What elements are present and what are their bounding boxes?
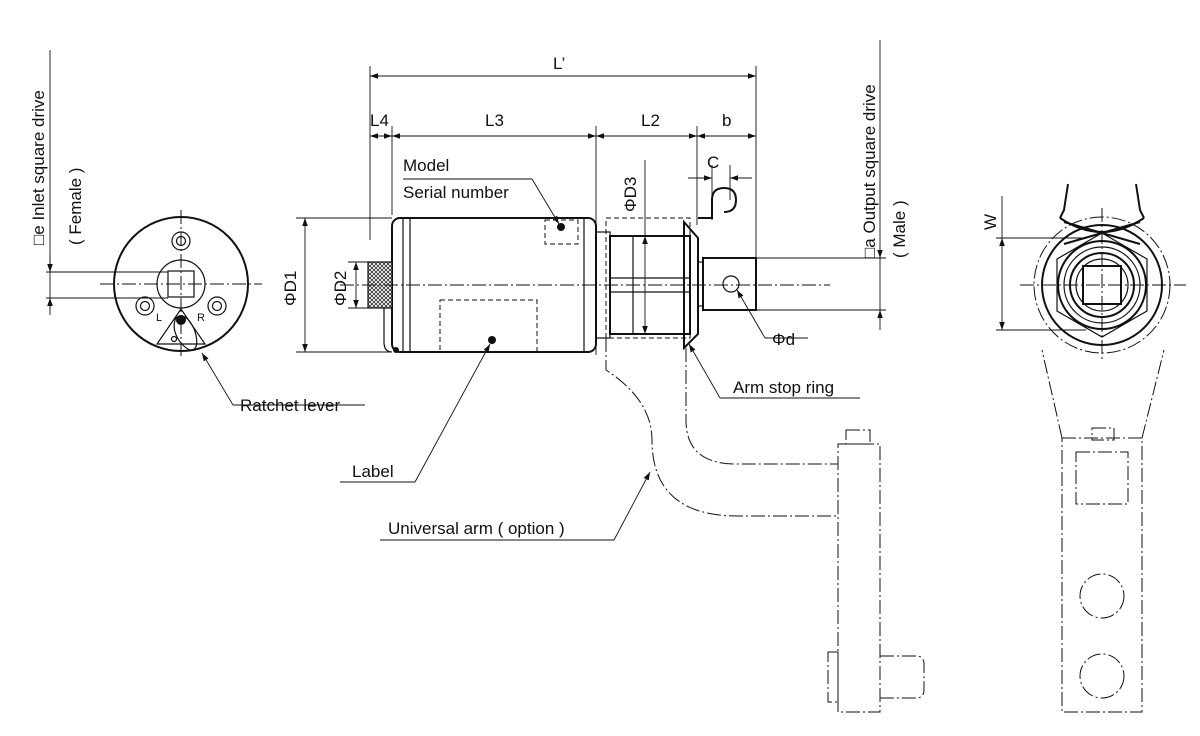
output-drive-label: □a Output square drive xyxy=(860,84,879,258)
dim-l-prime: L’ xyxy=(553,54,565,73)
lever-left-mark: L xyxy=(156,312,162,324)
label-label: Label xyxy=(352,462,394,481)
arm-stop-ring-label: Arm stop ring xyxy=(733,378,834,397)
dim-l2: L2 xyxy=(641,111,660,130)
universal-arm-label: Universal arm ( option ) xyxy=(388,519,565,538)
output-square-drive xyxy=(702,257,757,311)
dim-w: W xyxy=(981,214,1000,230)
lever-right-mark: R xyxy=(197,312,205,324)
side-view: L’ L4 L3 L2 b C Φ xyxy=(281,40,925,713)
arm-stop-ring[interactable] xyxy=(683,219,699,351)
output-type-label: ( Male ) xyxy=(890,200,909,258)
universal-arm xyxy=(605,338,925,713)
reaction-spline xyxy=(609,235,691,335)
label-plate xyxy=(439,299,538,353)
ratchet-lever-label: Ratchet lever xyxy=(240,396,340,415)
dim-l3: L3 xyxy=(485,111,504,130)
inlet-type-label: ( Female ) xyxy=(66,168,85,245)
dim-b: b xyxy=(722,111,731,130)
dim-phi-d: Φd xyxy=(772,330,795,349)
inlet-end-view: □e Inlet square drive ( Female ) L R Rat… xyxy=(29,50,365,415)
dim-d3: ΦD3 xyxy=(621,177,640,212)
dim-c: C xyxy=(707,153,719,172)
dim-l4: L4 xyxy=(370,111,389,130)
model-label: Model xyxy=(403,156,449,175)
output-end-view: W xyxy=(981,183,1186,713)
dim-d2: ΦD2 xyxy=(331,271,350,306)
model-plate xyxy=(544,219,579,245)
serial-label: Serial number xyxy=(403,183,509,202)
inlet-drive-label: □e Inlet square drive xyxy=(29,90,48,245)
retaining-clip xyxy=(698,186,738,219)
dim-d1: ΦD1 xyxy=(281,271,300,306)
